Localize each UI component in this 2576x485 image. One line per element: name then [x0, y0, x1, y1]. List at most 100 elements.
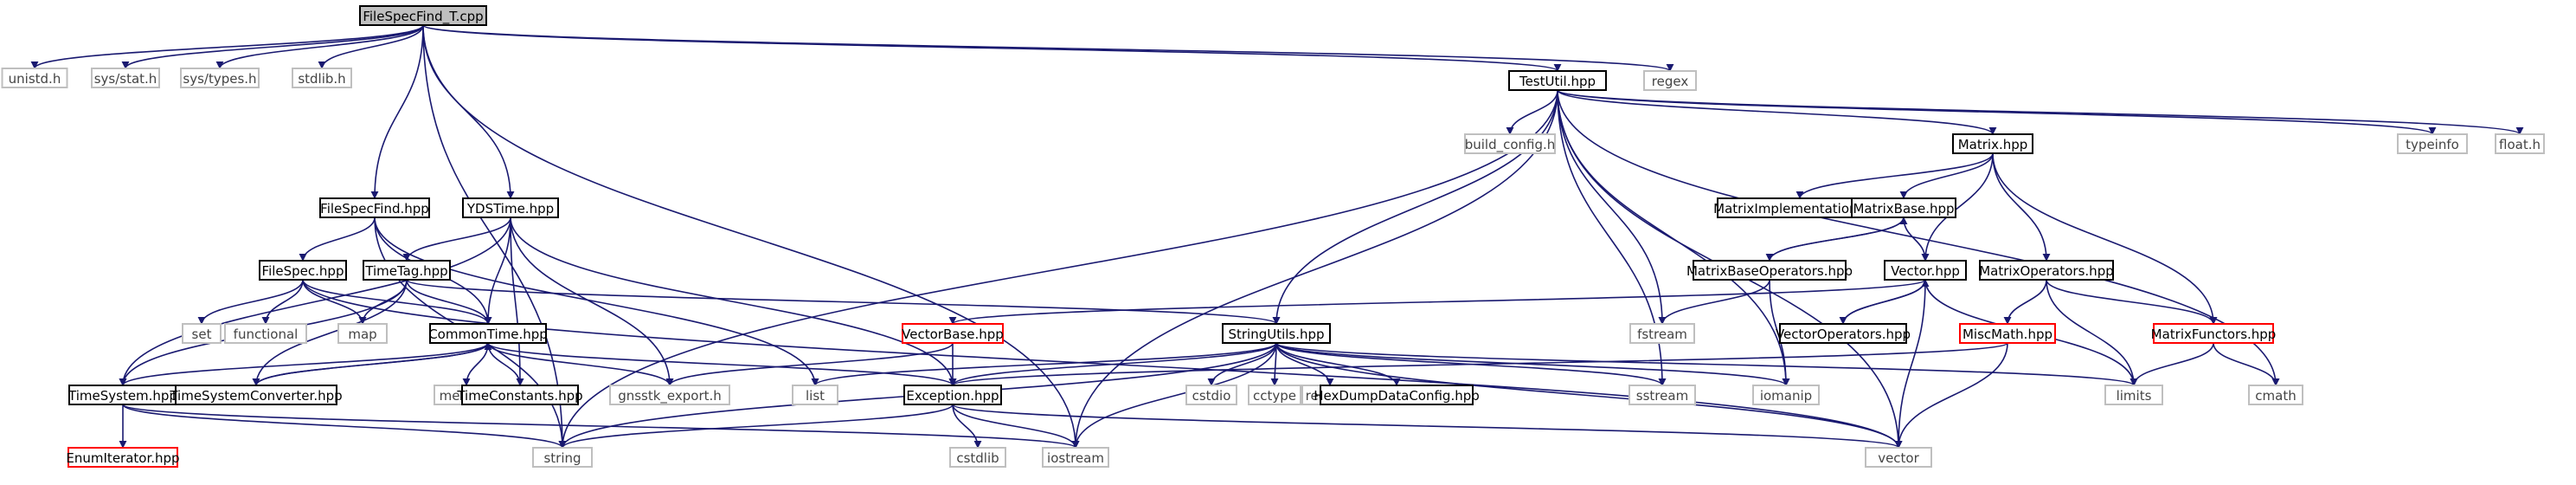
edge-commontime-to-gnsstkexport	[487, 342, 674, 386]
edge-matrixops-to-matrixfunctors	[2046, 279, 2218, 325]
edge-filespecfind-to-list	[374, 217, 819, 386]
node-sysstat-label: sys/stat.h	[94, 71, 157, 87]
node-string-box	[532, 447, 593, 468]
edge-stringutils-to-list	[811, 342, 1277, 386]
node-gnsstkexport: gnsstk_export.h	[609, 385, 730, 405]
node-matrixops-box	[1979, 260, 2114, 281]
edge-testutil-to-fstream	[1557, 89, 1667, 325]
node-set: set	[182, 323, 222, 344]
node-unistd-label: unistd.h	[9, 71, 61, 87]
node-timesysconv-box	[175, 385, 337, 405]
node-iomanip-label: iomanip	[1760, 388, 1812, 404]
node-enumiterator[interactable]: EnumIterator.hpp	[66, 447, 180, 468]
node-exception-label: Exception.hpp	[906, 388, 999, 404]
node-stringutils-label: StringUtils.hpp	[1228, 327, 1324, 342]
edge-vectorbase-to-gnsstkexport	[665, 342, 954, 386]
node-limits: limits	[2104, 385, 2163, 405]
node-sysstat-box	[91, 68, 160, 88]
node-vectorbase[interactable]: VectorBase.hpp	[902, 323, 1004, 344]
node-floath-box	[2495, 133, 2545, 154]
node-stringutils-box	[1222, 323, 1331, 344]
edge-miscmath-to-vector	[1894, 342, 2008, 449]
node-commontime[interactable]: CommonTime.hpp	[428, 323, 548, 344]
node-root-label: FileSpecFind_T.cpp	[363, 9, 483, 25]
node-miscmath[interactable]: MiscMath.hpp	[1959, 323, 2056, 344]
node-sstream-box	[1628, 385, 1696, 405]
node-matrix-box	[1952, 133, 2033, 154]
node-filespecfind[interactable]: FileSpecFind.hpp	[319, 197, 430, 218]
node-filespec[interactable]: FileSpec.hpp	[259, 260, 347, 281]
edge-vectorops-to-vector_hpp	[1842, 279, 1930, 325]
edge-matrix-to-matrixops	[1992, 152, 2051, 262]
node-matrix[interactable]: Matrix.hpp	[1952, 133, 2033, 154]
node-timetag[interactable]: TimeTag.hpp	[363, 260, 451, 281]
node-matrixops[interactable]: MatrixOperators.hpp	[1979, 260, 2114, 281]
edge-exception-to-string	[558, 404, 954, 449]
node-stdlib-box	[292, 68, 352, 88]
node-matrixbase-label: MatrixBase.hpp	[1853, 201, 1954, 217]
edge-timetag-to-commontime	[406, 279, 492, 325]
node-map-label: map	[348, 327, 376, 342]
node-limits-box	[2104, 385, 2163, 405]
edge-ydstime-to-timesystem	[119, 217, 511, 386]
node-vector-label: vector	[1878, 450, 1919, 466]
node-fstream-box	[1629, 323, 1695, 344]
node-sstream-label: sstream	[1636, 388, 1688, 404]
edge-exception-to-iostream	[952, 404, 1080, 449]
node-matriximpl[interactable]: MatrixImplementation.hpp	[1713, 197, 1886, 218]
edge-matrixfunctors-to-limits	[2130, 342, 2214, 386]
node-vectorops-label: VectorOperators.hpp	[1776, 327, 1911, 342]
node-limits-label: limits	[2117, 388, 2152, 404]
node-gnsstkexport-box	[609, 385, 730, 405]
node-exception[interactable]: Exception.hpp	[903, 385, 1002, 405]
node-regex: regex	[1643, 70, 1697, 91]
node-matrixbase[interactable]: MatrixBase.hpp	[1851, 197, 1956, 218]
node-timesysconv[interactable]: TimeSystemConverter.hpp	[169, 385, 343, 405]
node-matrixfunctors-label: MatrixFunctors.hpp	[2151, 327, 2277, 342]
node-ydstime-box	[462, 197, 559, 218]
node-vector_hpp[interactable]: Vector.hpp	[1884, 260, 1967, 281]
edge-filespec-to-vector	[302, 279, 1903, 449]
edge-timetag-to-stringutils	[406, 279, 1281, 325]
node-list-box	[792, 385, 838, 405]
edge-matrixbaseops-to-fstream	[1658, 279, 1770, 325]
edge-timesystem-to-string	[122, 404, 567, 449]
node-timesystem-label: TimeSystem.hpp	[67, 388, 177, 404]
node-cmath-label: cmath	[2255, 388, 2296, 404]
node-testutil[interactable]: TestUtil.hpp	[1508, 70, 1607, 91]
node-matrixbaseops[interactable]: MatrixBaseOperators.hpp	[1686, 260, 1853, 281]
node-miscmath-label: MiscMath.hpp	[1963, 327, 2052, 342]
node-filespecfind-box	[319, 197, 430, 218]
edge-timesystem-to-iostream	[122, 404, 1080, 449]
node-timesystem[interactable]: TimeSystem.hpp	[67, 385, 177, 405]
node-matrixfunctors[interactable]: MatrixFunctors.hpp	[2151, 323, 2277, 344]
node-cstdio-box	[1185, 385, 1237, 405]
node-iostream-label: iostream	[1047, 450, 1104, 466]
node-ydstime[interactable]: YDSTime.hpp	[462, 197, 559, 218]
node-vector-box	[1865, 447, 1932, 468]
node-testutil-label: TestUtil.hpp	[1519, 74, 1596, 89]
node-stringutils[interactable]: StringUtils.hpp	[1222, 323, 1331, 344]
node-matriximpl-label: MatrixImplementation.hpp	[1713, 201, 1886, 217]
node-timeconstants[interactable]: TimeConstants.hpp	[456, 385, 583, 405]
node-vectorops[interactable]: VectorOperators.hpp	[1776, 323, 1911, 344]
node-enumiterator-label: EnumIterator.hpp	[66, 450, 179, 466]
node-systypes: sys/types.h	[180, 68, 260, 88]
node-filespec-label: FileSpec.hpp	[262, 263, 344, 279]
edge-filespec-to-set	[197, 279, 304, 325]
node-root[interactable]: FileSpecFind_T.cpp	[359, 5, 487, 26]
node-testutil-box	[1508, 70, 1607, 91]
node-floath: float.h	[2495, 133, 2545, 154]
node-hexdump[interactable]: HexDumpDataConfig.hpp	[1314, 385, 1480, 405]
node-matrixops-label: MatrixOperators.hpp	[1979, 263, 2114, 279]
node-sysstat: sys/stat.h	[91, 68, 160, 88]
edge-root-to-systypes	[215, 24, 424, 69]
node-vector_hpp-label: Vector.hpp	[1891, 263, 1960, 279]
node-cstdlib-label: cstdlib	[956, 450, 999, 466]
node-gnsstkexport-label: gnsstk_export.h	[618, 388, 722, 404]
node-buildconfig: build_config.h	[1464, 133, 1556, 154]
node-filespec-box	[259, 260, 347, 281]
edge-matrix-to-matrixfunctors	[1992, 152, 2218, 325]
node-vector_hpp-box	[1884, 260, 1967, 281]
